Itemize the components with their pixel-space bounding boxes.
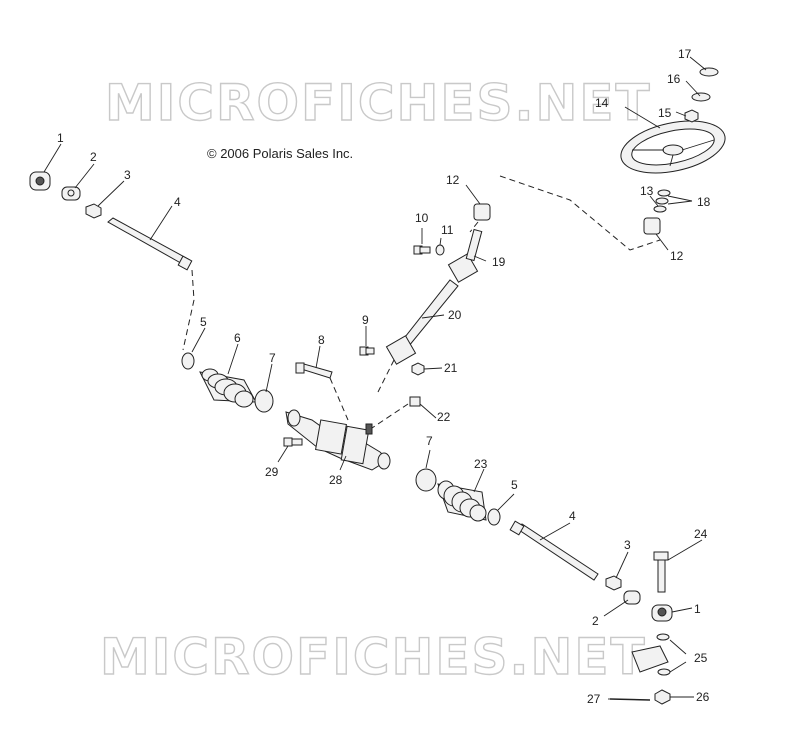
bushing-lower — [643, 217, 661, 235]
nut-15 — [684, 109, 699, 123]
callout-17: 17 — [678, 47, 692, 61]
upper-u-joint — [447, 228, 483, 283]
callout-2-right: 2 — [592, 614, 599, 628]
callout-12-lower: 12 — [670, 249, 684, 263]
callout-16: 16 — [667, 72, 681, 86]
watermark-bottom: MICROFICHES.NET — [100, 628, 647, 686]
callout-21: 21 — [444, 361, 458, 375]
callout-24: 24 — [694, 527, 708, 541]
callout-27: 27 — [587, 692, 601, 706]
callout-10: 10 — [415, 211, 429, 225]
assembly-line-bolt — [329, 377, 349, 421]
large-clamp-left — [254, 389, 274, 413]
callout-2: 2 — [90, 150, 97, 164]
jam-nut-right — [623, 590, 641, 605]
nut-26 — [654, 689, 671, 705]
assembly-line-left — [182, 269, 195, 351]
callout-25: 25 — [694, 651, 708, 665]
callout-19: 19 — [492, 255, 506, 269]
callout-5: 5 — [200, 315, 207, 329]
callout-7: 7 — [269, 351, 276, 365]
leader-lines — [43, 56, 707, 700]
callout-7-right: 7 — [426, 434, 433, 448]
bolt-24 — [653, 551, 669, 593]
callout-3-right: 3 — [624, 538, 631, 552]
callout-3: 3 — [124, 168, 131, 182]
tie-rod-right — [509, 520, 599, 581]
washer-11 — [435, 244, 445, 256]
callout-1-right: 1 — [694, 602, 701, 616]
callout-8: 8 — [318, 333, 325, 347]
nut-21 — [411, 362, 425, 376]
callout-14: 14 — [595, 96, 609, 110]
callout-18: 18 — [697, 195, 711, 209]
hex-nut-right — [605, 575, 622, 591]
assembly-line-shaft — [377, 359, 395, 393]
callout-labels: 1 2 3 4 5 6 7 8 9 10 11 12 12 13 14 15 1… — [57, 47, 711, 706]
callout-29: 29 — [265, 465, 279, 479]
callout-13: 13 — [640, 184, 654, 198]
mounting-bolt-short — [283, 437, 303, 447]
clamp-left — [181, 352, 195, 370]
callout-28: 28 — [329, 473, 343, 487]
bushing-upper — [473, 203, 491, 221]
callout-26: 26 — [696, 690, 710, 704]
callout-12-upper: 12 — [446, 173, 460, 187]
watermark-top: MICROFICHES.NET — [105, 74, 652, 132]
bolt-10 — [413, 245, 431, 255]
rack-housing — [285, 409, 391, 471]
bolt-9 — [359, 346, 375, 356]
assembly-line-wheel — [499, 175, 661, 251]
callout-5-right: 5 — [511, 478, 518, 492]
callout-9: 9 — [362, 313, 369, 327]
large-clamp-right — [415, 468, 437, 492]
mounting-bolt-long — [295, 362, 333, 379]
assembly-line-bolt-22 — [371, 403, 409, 429]
jam-nut-left — [61, 186, 81, 201]
clamp-right — [487, 508, 501, 526]
tie-rod-end-left — [29, 171, 51, 191]
callout-23: 23 — [474, 457, 488, 471]
hex-nut-left — [85, 203, 102, 219]
steering-wheel — [620, 120, 726, 174]
tie-rod-end-right — [651, 604, 673, 622]
pin-27 — [609, 698, 651, 701]
callout-22: 22 — [437, 410, 451, 424]
lower-u-joint — [385, 335, 417, 365]
boot-right — [437, 480, 487, 522]
callout-4-right: 4 — [569, 509, 576, 523]
emblem-16 — [691, 92, 711, 102]
callout-1: 1 — [57, 131, 64, 145]
copyright-text: © 2006 Polaris Sales Inc. — [207, 146, 353, 161]
washers-18 — [653, 189, 671, 213]
assembly-line-bushing — [469, 221, 479, 233]
boot-left — [199, 368, 257, 408]
callout-15: 15 — [658, 106, 672, 120]
callout-11: 11 — [441, 223, 454, 237]
callout-20: 20 — [448, 308, 462, 322]
emblem-17 — [699, 67, 719, 77]
bracket-25 — [631, 633, 671, 676]
callout-6: 6 — [234, 331, 241, 345]
bolt-22 — [409, 396, 421, 407]
tie-rod-left — [107, 217, 193, 271]
callout-4: 4 — [174, 195, 181, 209]
